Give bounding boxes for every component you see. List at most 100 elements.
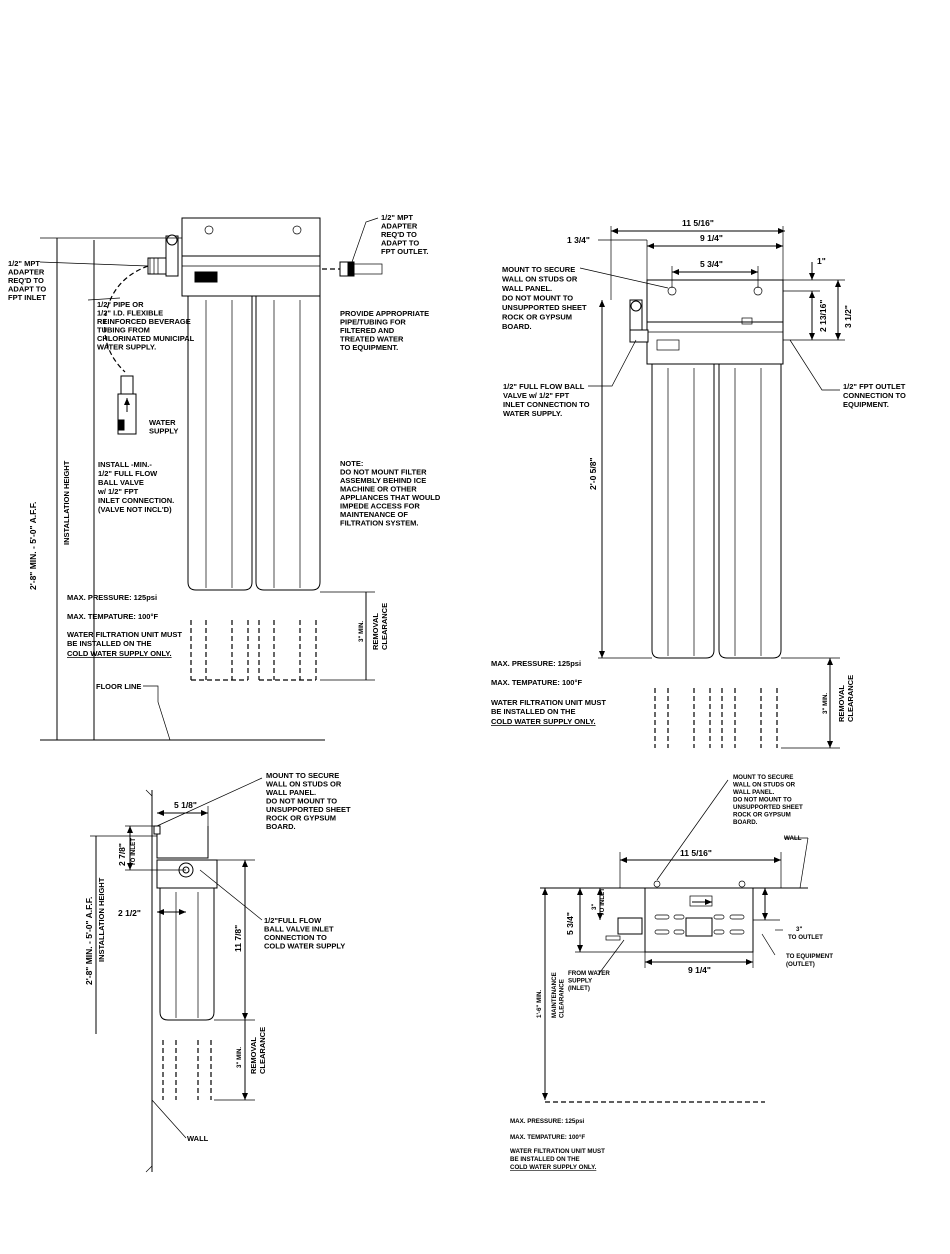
dim-max-temperature: MAX. TEMPATURE: 100°F (491, 678, 582, 687)
text-line: UNSUPPORTED SHEET (266, 805, 351, 814)
side-removal-clearance: REMOVALCLEARANCE (249, 1027, 267, 1074)
text-line: TREATED WATER (340, 335, 404, 344)
text-line: FILTRATION SYSTEM. (340, 519, 418, 528)
text-line: INLET CONNECTION. (98, 496, 174, 505)
text-line: WATER SUPPLY. (503, 409, 562, 418)
top-cold-line-2: BE INSTALLED ON THE (510, 1156, 580, 1163)
dim-width-holes: 5 3/4" (700, 259, 723, 269)
text-line: MAINTENANCE (551, 972, 558, 1018)
mount-hole-left (204, 225, 214, 235)
pipe-leader (87, 297, 121, 301)
removal-min: 3" MIN. (358, 621, 365, 642)
text-line: FILTERED AND (340, 326, 395, 335)
text-line: ADAPTER (381, 222, 418, 231)
top-wall-label: WALL (784, 835, 802, 842)
text-line: REQ'D TO (8, 276, 44, 285)
text-line: ADAPT TO (381, 239, 419, 248)
top-slots (654, 914, 745, 935)
text-line: 1/2" FPT OUTLET (843, 382, 906, 391)
text-line: NOTE: (340, 459, 363, 468)
dim-inlet-valve (629, 299, 649, 343)
text-line: ROCK OR GYPSUM (266, 814, 336, 823)
dim-width-left: 1 3/4" (567, 235, 590, 245)
top-depth: 5 3/4" (565, 912, 575, 935)
text-line: DO NOT MOUNT TO (502, 294, 573, 303)
text-line: (INLET) (568, 985, 590, 992)
text-line: REMOVAL (371, 613, 380, 650)
text-line: CLEARANCE (559, 979, 566, 1018)
dimensioned-front-view: 11 5/16" 9 1/4" 1 3/4" 5 3/4" 1" 2 13/16… (491, 218, 906, 749)
filter-housing-right (255, 296, 321, 591)
outlet-adapter-leader (351, 217, 379, 263)
text-line: MOUNT TO SECURE (266, 771, 339, 780)
text-line: ROCK OR GYPSUM (733, 812, 791, 819)
text-line: UNSUPPORTED SHEET (733, 804, 803, 811)
text-line: BOARD. (266, 822, 296, 831)
text-line: MOUNT TO SECURE (733, 774, 793, 781)
text-line: 1/2" MPT (381, 213, 413, 222)
text-line: BALL VALVE (98, 478, 144, 487)
text-line: DO NOT MOUNT TO (266, 797, 337, 806)
text-line: WALL ON STUDS OR (733, 782, 796, 789)
dim-filter-housing-right (718, 364, 782, 659)
text-line: REMOVAL (837, 685, 846, 722)
flexible-tubing (104, 265, 149, 373)
cold-water-line-3: COLD WATER SUPPLY ONLY. (67, 649, 172, 658)
text-line: DO NOT MOUNT FILTER (340, 468, 427, 477)
text-line: FROM WATER (568, 970, 610, 977)
text-line: BOARD. (733, 819, 758, 826)
text-line: 1/2" FULL FLOW BALL (503, 382, 585, 391)
text-line: MAINTENANCE OF (340, 510, 408, 519)
dim-cold-line-2: BE INSTALLED ON THE (491, 707, 575, 716)
top-width-total: 11 5/16" (680, 848, 712, 858)
side-inlet-dim: 2 7/8" (117, 843, 127, 866)
dim-max-pressure: MAX. PRESSURE: 125psi (491, 659, 581, 668)
max-pressure: MAX. PRESSURE: 125psi (67, 593, 157, 602)
dim-width-total: 11 5/16" (682, 218, 714, 228)
side-installation-label: INSTALLATION HEIGHT (97, 877, 106, 962)
text-line: REMOVAL (249, 1037, 258, 1074)
installation-height-dim: 2'-8" MIN. - 5'-0" A.F.F. (28, 502, 38, 590)
top-outlet-dim: 3" (796, 926, 802, 933)
filter-housing-left (187, 296, 253, 591)
text-line: DO NOT MOUNT TO (733, 797, 792, 804)
text-line: PROVIDE APPROPRIATE (340, 309, 429, 318)
text-line: MOUNT TO SECURE (502, 265, 575, 274)
dim-removal-min: 3" MIN. (822, 693, 829, 714)
text-line: VALVE w/ 1/2" FPT (503, 391, 570, 400)
dim-top-1: 1" (817, 256, 826, 266)
side-inlet-label: TO INLET (130, 838, 137, 866)
text-line: REQ'D TO (381, 230, 417, 239)
dim-removal-cartridges (654, 688, 778, 748)
top-maint-label: MAINTENANCECLEARANCE (551, 972, 566, 1018)
text-line: ADAPT TO (8, 285, 46, 294)
text-line: TO EQUIPMENT (786, 953, 833, 960)
text-line: IMPEDE ACCESS FOR (340, 502, 420, 511)
text-line: CLEARANCE (380, 603, 389, 650)
dim-head-2: 2 13/16" (818, 300, 828, 332)
removal-clearance-cartridges (190, 620, 317, 681)
side-removal-cartridge (162, 1040, 212, 1100)
text-line: TUBING FROM (97, 326, 150, 335)
side-removal-min: 3" MIN. (236, 1047, 243, 1068)
top-max-temperature: MAX. TEMPATURE: 100°F (510, 1134, 585, 1141)
text-line: COLD WATER SUPPLY (264, 942, 345, 951)
dim-filter-housing-left (651, 364, 715, 659)
head-label-plate (194, 271, 218, 283)
top-cold-line-1: WATER FILTRATION UNIT MUST (510, 1148, 605, 1155)
text-line: FPT OUTLET. (381, 247, 429, 256)
text-line: WALL PANEL. (502, 284, 552, 293)
text-line: WATER SUPPLY. (97, 343, 156, 352)
side-wall-label: WALL (187, 1134, 209, 1143)
top-width-mid: 9 1/4" (688, 965, 711, 975)
text-line: TO EQUIPMENT. (340, 343, 398, 352)
